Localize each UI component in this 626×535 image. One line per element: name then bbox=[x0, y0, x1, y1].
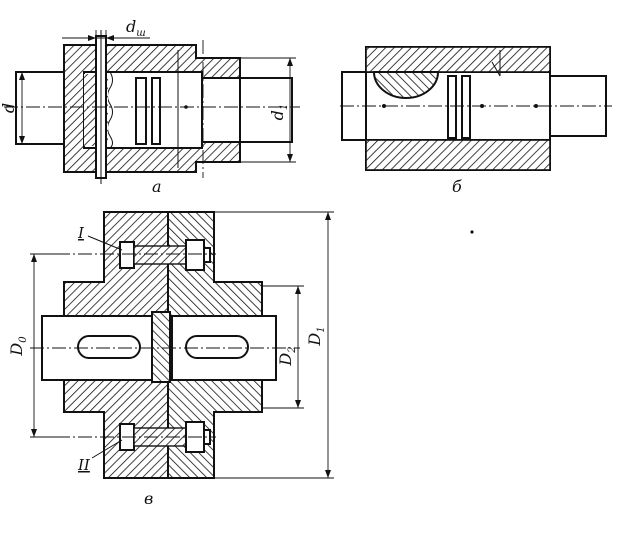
figure-b-sleeve-key-coupling: б bbox=[340, 46, 612, 196]
figure-b-sleeve-top-band bbox=[365, 46, 551, 73]
figure-a-groove-1 bbox=[135, 77, 147, 145]
figure-b-caption: б bbox=[452, 177, 462, 196]
figure-a-caption: а bbox=[152, 177, 162, 196]
figure-v-spigot bbox=[151, 311, 171, 383]
figure-v-keyway-left bbox=[77, 335, 141, 359]
figure-v-keyway-right bbox=[185, 335, 249, 359]
figure-v-label-D2: D2 bbox=[276, 346, 298, 366]
figure-v-label-bolt-II: II bbox=[77, 456, 91, 474]
figure-v-label-D0: D0 bbox=[7, 336, 29, 357]
scan-speck bbox=[470, 230, 474, 234]
figure-v-label-D1: D1 bbox=[305, 326, 327, 346]
figure-v-caption: в bbox=[144, 489, 153, 508]
figure-v-flange-coupling: D0 D2 D1 I II в bbox=[7, 211, 334, 508]
figure-v-bolt-top bbox=[56, 239, 216, 271]
figure-a-sleeve-pin-coupling: d dш d1 а bbox=[0, 17, 300, 196]
figure-b-segment-key bbox=[372, 71, 440, 99]
figure-b-groove-2 bbox=[461, 75, 471, 139]
figure-b-groove-1 bbox=[447, 75, 457, 139]
figure-v-label-bolt-I: I bbox=[77, 224, 85, 242]
figure-a-break-line bbox=[107, 71, 113, 149]
figure-b-sleeve-bottom-band bbox=[365, 139, 551, 171]
figure-a-label-d-pin: dш bbox=[126, 17, 146, 39]
figure-a-label-d1: d1 bbox=[268, 104, 290, 121]
figure-a-label-d: d bbox=[0, 103, 18, 113]
figure-v-bolt-bottom bbox=[56, 421, 216, 453]
figure-a-right-shaft bbox=[239, 77, 293, 143]
figure-a-groove-2 bbox=[151, 77, 161, 145]
